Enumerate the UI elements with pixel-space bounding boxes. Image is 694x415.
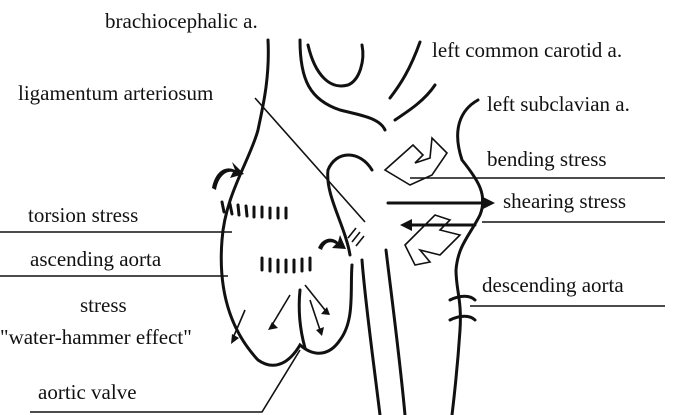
label-ligamentum-arteriosum: ligamentum arteriosum (18, 81, 213, 105)
label-left-common-carotid: left common carotid a. (432, 38, 622, 62)
aorta-outline (219, 38, 485, 415)
label-bending-stress: bending stress (487, 147, 607, 171)
torsion-stress-marks (212, 162, 365, 274)
stress-arrows (383, 136, 495, 266)
label-stress: stress (80, 293, 127, 317)
label-left-subclavian: left subclavian a. (487, 92, 630, 116)
label-torsion-stress: torsion stress (28, 203, 138, 227)
label-ascending-aorta: ascending aorta (30, 247, 162, 271)
label-water-hammer: "water-hammer effect" (0, 325, 192, 349)
label-descending-aorta: descending aorta (482, 273, 624, 297)
label-shearing-stress: shearing stress (503, 189, 626, 213)
curved-arrow-icon (212, 162, 244, 190)
label-aortic-valve: aortic valve (38, 380, 137, 404)
label-brachiocephalic: brachiocephalic a. (105, 9, 258, 33)
leader-lines (0, 97, 665, 413)
curved-arrow-icon (318, 235, 346, 250)
flow-arrows (231, 284, 330, 344)
